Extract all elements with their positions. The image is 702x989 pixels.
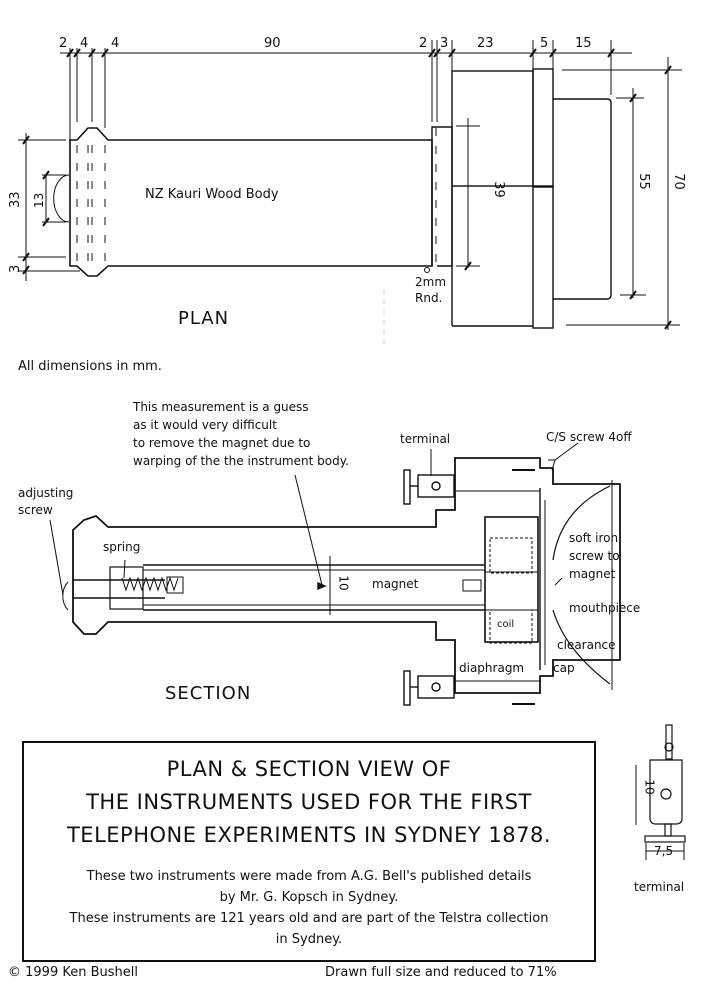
magnet-dim-text: 10 [336, 575, 351, 591]
soft-iron-label-2: screw to [569, 549, 620, 563]
guess-note-line-3: to remove the magnet due to [133, 436, 311, 450]
scale-note: Drawn full size and reduced to 71% [325, 965, 557, 980]
plan-dim-right-1: 55 [635, 173, 652, 190]
mouthpiece-label: mouthpiece [569, 601, 641, 615]
dimensions-note: All dimensions in mm. [18, 359, 162, 374]
plan-dim-left-2: 3 [8, 264, 23, 273]
plan-dim-top-5: 3 [440, 36, 449, 51]
plan-dim-right-2-text: 70 [670, 173, 686, 190]
plan-dim-top-0: 2 [59, 36, 68, 51]
plan-round-note-2: Rnd. [415, 291, 443, 305]
soft-iron-label-3: magnet [569, 567, 616, 581]
spring-label: spring [103, 540, 141, 554]
plan-dim-top-2: 4 [111, 36, 120, 51]
plan-dim-top-4: 2 [419, 36, 428, 51]
clearance-label: clearance [557, 638, 616, 652]
title-line-1: PLAN & SECTION VIEW OF [166, 757, 452, 781]
adjusting-screw-label-1: adjusting [18, 486, 74, 500]
plan-dim-top-1: 4 [80, 36, 89, 51]
body-line-2: by Mr. G. Kopsch in Sydney. [219, 890, 399, 905]
adjusting-screw-label-2: screw [18, 503, 53, 517]
terminal-detail-width: 7,5 [654, 844, 674, 858]
title-line-3: TELEPHONE EXPERIMENTS IN SYDNEY 1878. [66, 823, 551, 847]
guess-note-line-1: This measurement is a guess [133, 400, 309, 414]
body-line-3: These instruments are 121 years old and … [69, 911, 549, 926]
section-title: SECTION [165, 683, 252, 704]
plan-dim-top-7: 5 [540, 36, 549, 51]
plan-dim-right-0-text: 39 [490, 181, 506, 198]
section-terminal-label: terminal [400, 432, 451, 446]
terminal-detail-height-text: 10 [642, 779, 657, 795]
magnet-label: magnet [372, 577, 419, 591]
body-line-4: in Sydney. [275, 932, 343, 947]
terminal-detail-label: terminal [634, 880, 685, 894]
copyright: © 1999 Ken Bushell [8, 965, 138, 980]
plan-view [18, 40, 682, 330]
plan-body-label: NZ Kauri Wood Body [145, 187, 279, 202]
guess-note-line-4: warping of the the instrument body. [133, 454, 349, 468]
plan-dim-right-2: 70 [670, 173, 687, 190]
terminal-detail [635, 724, 686, 860]
title-line-2: THE INSTRUMENTS USED FOR THE FIRST [86, 790, 532, 814]
plan-round-note-1: 2mm [415, 275, 447, 289]
cap-label: cap [553, 661, 575, 675]
cs-screw-label: C/S screw 4off [546, 430, 632, 444]
section-view [49, 442, 621, 706]
plan-dim-top-6: 23 [477, 36, 494, 51]
plan-dim-top-3: 90 [264, 36, 281, 51]
plan-dim-left-0: 33 [8, 191, 23, 208]
guess-note-line-2: as it would very difficult [133, 418, 277, 432]
plan-dim-left-1: 13 [32, 192, 46, 208]
plan-dim-right-1-text: 55 [635, 173, 651, 190]
soft-iron-label-1: soft iron [569, 531, 619, 545]
plan-dim-top-8: 15 [575, 36, 592, 51]
diaphragm-label: diaphragm [459, 661, 525, 675]
plan-title: PLAN [178, 308, 230, 329]
title-block: PLAN & SECTION VIEW OF THE INSTRUMENTS U… [22, 741, 596, 962]
coil-label: coil [497, 619, 515, 630]
magnet-dim-label: 10 [336, 575, 351, 591]
plan-dim-right-0: 39 [490, 181, 507, 198]
terminal-detail-height: 10 [642, 779, 657, 795]
body-line-1: These two instruments were made from A.G… [86, 869, 532, 884]
